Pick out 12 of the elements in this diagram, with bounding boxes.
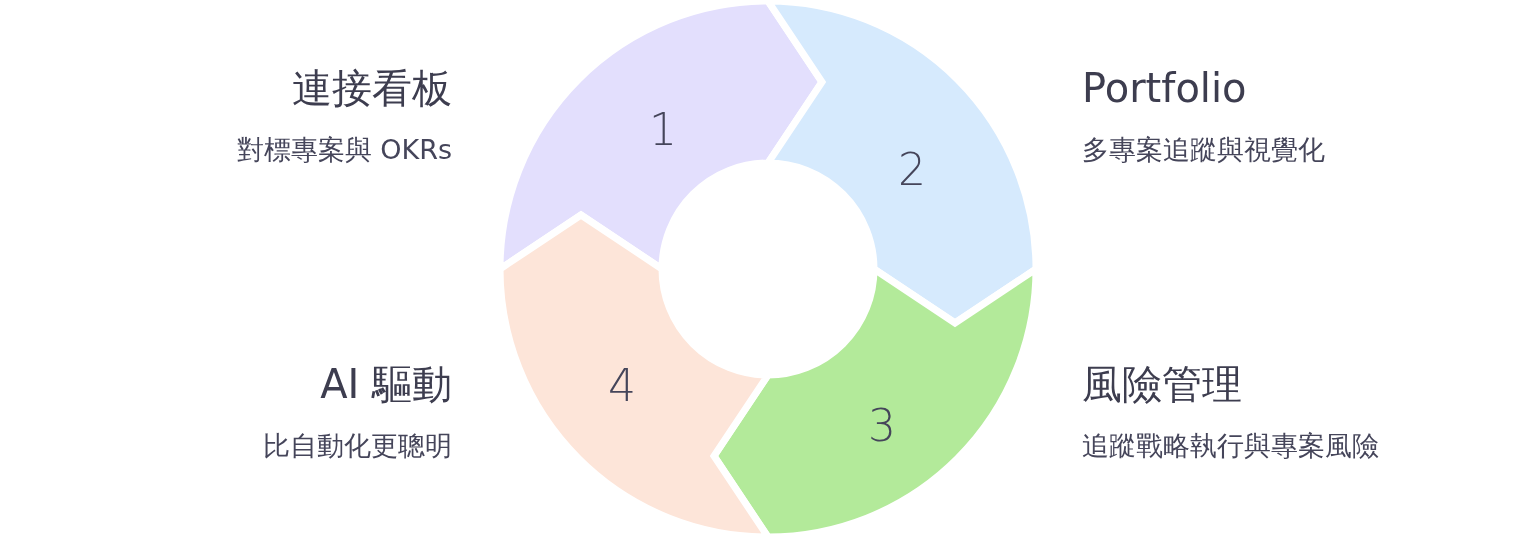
step-title: Portfolio [1082, 64, 1247, 113]
step-description: 比自動化更聰明 [263, 429, 452, 463]
step-description: 多專案追蹤與視覺化 [1082, 133, 1325, 167]
step-description: 對標專案與 OKRs [236, 133, 452, 167]
step-number: 3 [868, 404, 896, 448]
step-title: AI 驅動 [320, 360, 452, 409]
step-description: 追蹤戰略執行與專案風險 [1082, 429, 1379, 463]
step-number: 4 [608, 364, 636, 408]
step-number: 1 [649, 108, 677, 152]
step-title: 風險管理 [1082, 360, 1242, 409]
step-number: 2 [898, 148, 926, 192]
step-title: 連接看板 [292, 64, 452, 113]
